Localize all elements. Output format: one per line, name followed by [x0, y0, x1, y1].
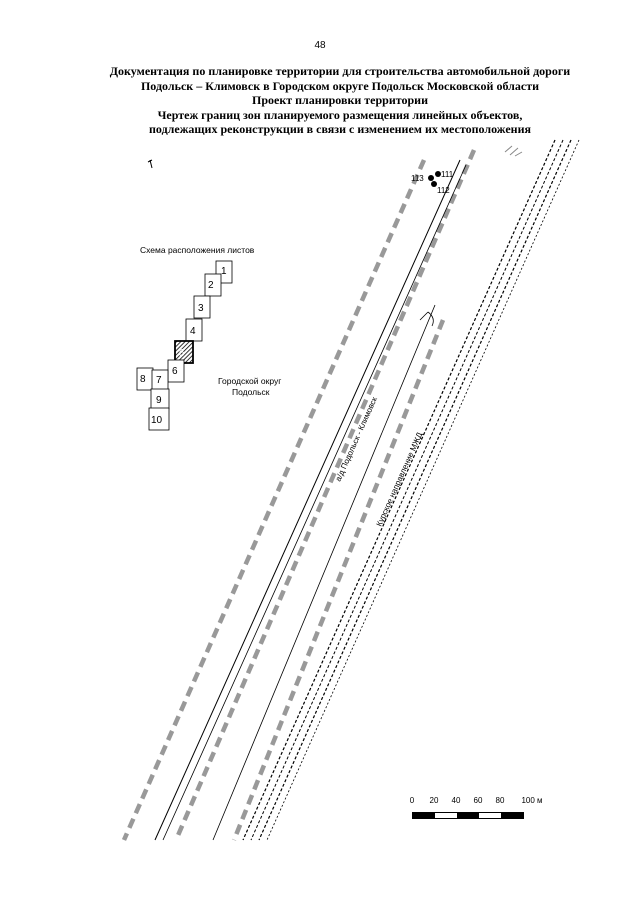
scale-segment: [457, 813, 479, 818]
sheet-number-2: 2: [208, 280, 214, 291]
inset-sheet-grid: [136, 260, 233, 431]
document-title: Документация по планировке территории дл…: [60, 64, 620, 137]
sheet-number-8: 8: [140, 374, 146, 385]
sheet-number-3: 3: [198, 303, 204, 314]
road-inner-line: [212, 304, 436, 841]
sheet-10-frame: [148, 407, 170, 431]
scale-tick-60: 60: [473, 796, 483, 805]
point-label-113: 113: [411, 174, 424, 183]
inset-caption: Схема расположения листов: [140, 245, 255, 255]
scale-tick-40: 40: [451, 796, 461, 805]
sheet-4-frame: [185, 318, 203, 342]
scale-tick-100: 100 м: [521, 796, 543, 805]
scale-segment: [501, 813, 523, 818]
title-line-1: Документация по планировке территории дл…: [109, 64, 571, 78]
sheet-number-10: 10: [151, 415, 163, 426]
railway-line-2: [250, 139, 564, 841]
page-number: 48: [314, 40, 326, 51]
point-113-marker: [428, 175, 434, 181]
sheet-number-6: 6: [172, 366, 178, 377]
sheet-number-4: 4: [190, 326, 196, 337]
scale-tick-80: 80: [495, 796, 505, 805]
road-edge-west: [154, 159, 461, 841]
sheet-2-frame: [204, 273, 222, 297]
sheet-number-1: 1: [221, 266, 227, 277]
boundary-points: 113 111 112: [411, 170, 454, 195]
inset-sheet-numbers: 1 2 3 4 5 6 7 8 9 10: [140, 266, 227, 426]
point-label-112: 112: [437, 186, 450, 195]
sheet-3-frame: [193, 295, 211, 319]
terrain-marks: [504, 145, 523, 157]
title-line-3: Проект планировки территории: [251, 93, 429, 108]
scale-tick-20: 20: [429, 796, 439, 805]
railway-line-4: [266, 139, 580, 841]
sheet-number-5: 5: [179, 348, 185, 359]
scale-tick-0: 0: [409, 796, 415, 805]
road-junction: [419, 311, 434, 327]
sheet-number-9: 9: [156, 395, 162, 406]
title-line-4: Чертеж границ зон планируемого размещени…: [157, 107, 523, 122]
scale-segment: [435, 813, 457, 818]
railway-line-1: [242, 139, 556, 841]
railway-line-3: [258, 139, 572, 841]
title-line-2: Подольск – Климовск в Городском округе П…: [140, 78, 540, 93]
railway-label: Курское направление МЖД: [375, 430, 425, 527]
district-label-line-2: Подольск: [232, 387, 270, 397]
scale-segment: [413, 813, 435, 818]
point-label-111: 111: [441, 170, 454, 179]
corner-mark: [147, 159, 153, 169]
scale-segments: [412, 812, 524, 819]
point-112-marker: [431, 181, 437, 187]
zone-boundary-center: [231, 319, 446, 841]
scale-segment: [479, 813, 501, 818]
scale-labels: 0 20 40 60 80 100 м: [406, 796, 556, 810]
point-111-marker: [435, 171, 441, 177]
scale-bar: 0 20 40 60 80 100 м: [406, 796, 556, 830]
road-edge-east: [162, 164, 467, 841]
title-line-5: подлежащих реконструкции в связи с измен…: [149, 122, 531, 137]
sheet-number-7: 7: [156, 375, 162, 386]
district-label-line-1: Городской округ: [218, 376, 281, 386]
zone-boundary-left: [121, 159, 427, 841]
zone-boundary-right: [173, 149, 477, 841]
